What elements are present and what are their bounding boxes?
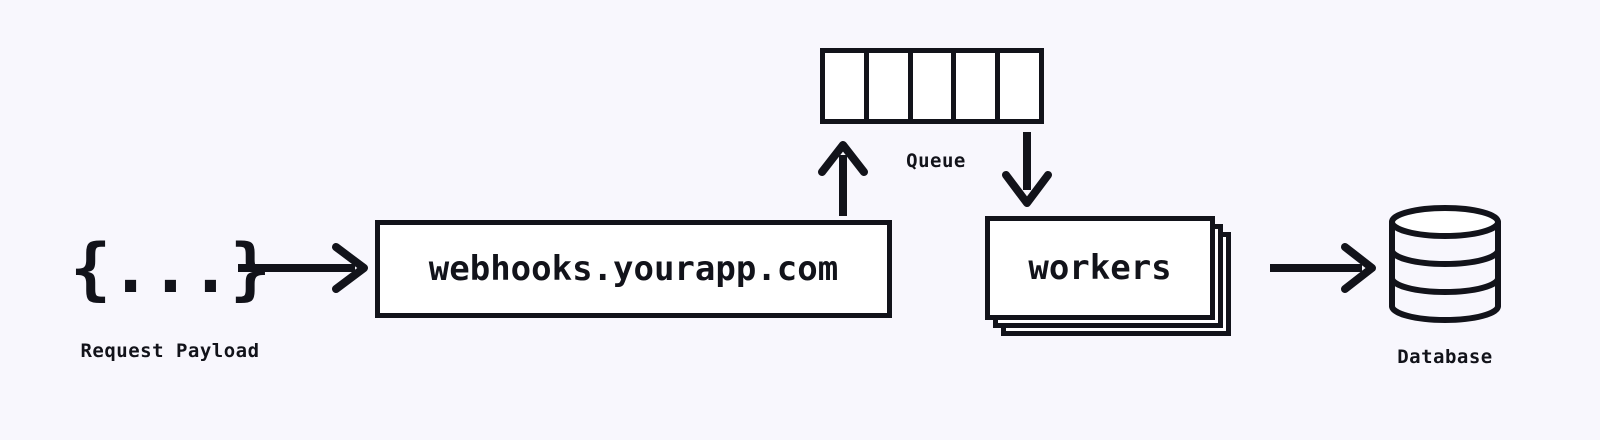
queue-cell [1000, 53, 1039, 119]
arrow-webhooks-to-queue [818, 141, 868, 216]
database-cylinder-svg [1389, 205, 1501, 323]
json-braces-icon: {...} [70, 230, 271, 309]
arrow-queue-to-workers [1002, 132, 1052, 207]
database-label: Database [1397, 346, 1493, 368]
queue-label: Queue [906, 150, 966, 172]
queue-cell [825, 53, 869, 119]
arrow-workers-to-database [1270, 243, 1376, 293]
workers-stack-sheet-front: workers [985, 216, 1215, 320]
workers-stack: workers [985, 216, 1231, 336]
queue-cell [868, 53, 913, 119]
queue-cell [956, 53, 1001, 119]
webhooks-endpoint-box: webhooks.yourapp.com [375, 220, 892, 318]
webhooks-endpoint-label: webhooks.yourapp.com [428, 249, 839, 289]
request-payload-label: Request Payload [80, 340, 260, 362]
database-cylinder-icon [1380, 200, 1510, 328]
queue-box [820, 48, 1044, 124]
workers-label: workers [1028, 248, 1172, 288]
queue-cell [912, 53, 957, 119]
